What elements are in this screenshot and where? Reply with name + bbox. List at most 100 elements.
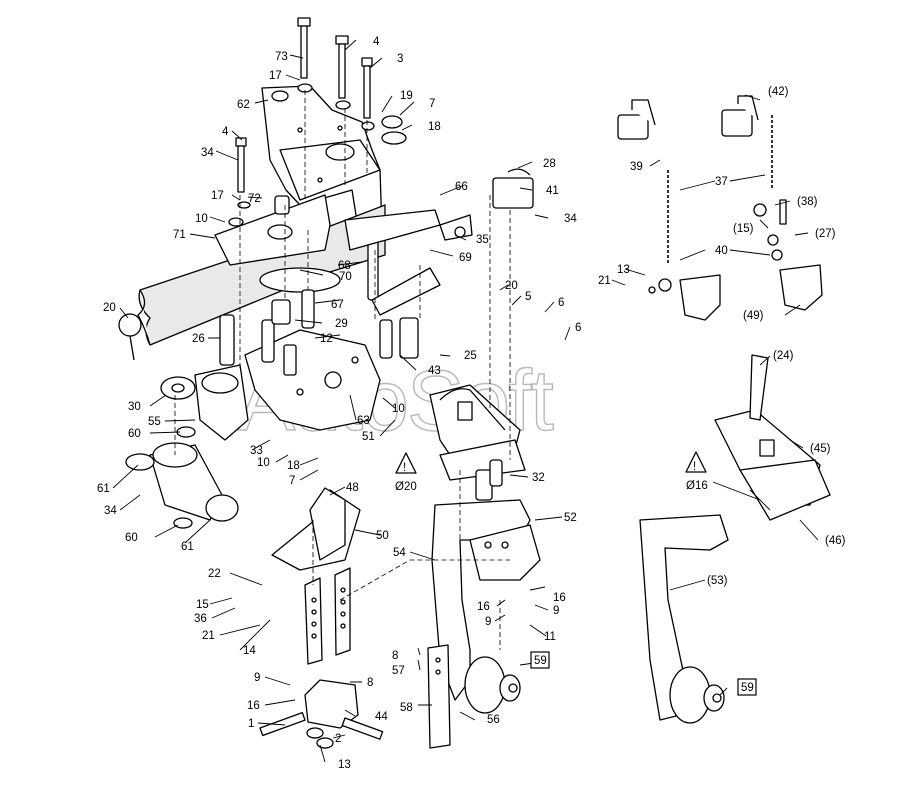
callout: 17: [269, 70, 282, 82]
ref-boxes: 59 59: [530, 651, 757, 696]
warning-icon: !: [403, 462, 406, 474]
callout: 4: [373, 36, 380, 48]
callout: 10: [195, 213, 208, 225]
callout: (15): [733, 223, 754, 235]
callout: 21: [598, 275, 611, 287]
callout: 7: [289, 475, 295, 487]
lower-bracket: [244, 329, 381, 431]
note-dia16: Ø16: [686, 480, 708, 492]
callout: 2: [335, 733, 341, 745]
callout: 20: [103, 302, 116, 314]
callout: 9: [485, 616, 491, 628]
callout: 5: [525, 291, 531, 303]
link-plates: [344, 168, 534, 316]
callout: 28: [543, 158, 556, 170]
callout: 14: [243, 645, 256, 657]
stand-54: [431, 499, 541, 701]
callout: 51: [362, 431, 375, 443]
safety-chains: [617, 95, 823, 321]
warning-symbols: ! ! Ø20 Ø16: [395, 451, 708, 493]
callouts: 73 4 3 17 62 19 7 18 4 34 17 72 10 71 66…: [97, 36, 846, 771]
callout: 57: [392, 665, 405, 677]
callout: 1: [248, 718, 254, 730]
warning-icon: !: [693, 461, 696, 473]
callout: (49): [743, 310, 764, 322]
callout: 18: [428, 121, 441, 133]
callout: 43: [428, 365, 441, 377]
callout: 7: [429, 98, 435, 110]
callout: 29: [335, 318, 348, 330]
callout: (27): [815, 228, 836, 240]
callout: 17: [211, 190, 224, 202]
hitch-body-center: [429, 384, 526, 501]
swivel-coupling: [125, 426, 239, 529]
callout: 15: [196, 599, 209, 611]
bolts-top: [228, 17, 407, 227]
callout: 16: [247, 700, 260, 712]
callout: 13: [617, 264, 630, 276]
leader-lines: [112, 39, 819, 763]
callout: 73: [275, 51, 288, 63]
callout: 61: [97, 483, 110, 495]
callout: 6: [575, 322, 581, 334]
callout: 63: [357, 415, 370, 427]
callout: 30: [128, 401, 141, 413]
callout: 8: [392, 650, 398, 662]
callout: 52: [564, 512, 577, 524]
callout: 18: [287, 460, 300, 472]
callout: 21: [202, 630, 215, 642]
callout: 61: [181, 541, 194, 553]
callout: 36: [194, 613, 207, 625]
callout: 68: [338, 260, 351, 272]
assembly-lines: [174, 90, 511, 650]
callout: 16: [553, 592, 566, 604]
callout: 34: [564, 213, 577, 225]
callout: 4: [222, 126, 229, 138]
callout: 60: [125, 532, 138, 544]
callout: 60: [128, 428, 141, 440]
callout: (46): [825, 535, 846, 547]
callout: 20: [505, 280, 518, 292]
support-48: [271, 487, 361, 571]
callout: 33: [250, 445, 263, 457]
strips-50: [304, 567, 351, 665]
callout: 71: [173, 229, 186, 241]
callout: 58: [400, 702, 413, 714]
note-dia20: Ø20: [395, 481, 417, 493]
callout: 32: [532, 472, 545, 484]
hitch-body-right: [714, 354, 831, 521]
callout: 35: [476, 234, 489, 246]
callout: 39: [630, 161, 643, 173]
callout: 10: [257, 457, 270, 469]
ref-box-label: 59: [741, 682, 754, 694]
callout: 10: [392, 403, 405, 415]
callout: 22: [208, 568, 221, 580]
clamp-44: [259, 679, 384, 749]
callout: 12: [320, 333, 333, 345]
callout: 67: [331, 299, 344, 311]
callout: 70: [339, 271, 352, 283]
wheel-hub-left: [427, 644, 521, 749]
hitch-eye: [118, 313, 249, 441]
callout: 54: [393, 547, 406, 559]
callout: 25: [464, 350, 477, 362]
callout: 9: [553, 605, 559, 617]
pins: [219, 195, 419, 376]
ref-box-label: 59: [534, 655, 547, 667]
callout: 55: [148, 416, 161, 428]
callout: (24): [773, 350, 794, 362]
callout: 6: [558, 297, 564, 309]
callout: (42): [768, 86, 789, 98]
callout: 50: [376, 530, 389, 542]
callout: 11: [544, 631, 556, 643]
callout: 44: [375, 711, 388, 723]
callout: 34: [201, 147, 214, 159]
callout: 13: [338, 759, 351, 771]
callout: 56: [487, 714, 500, 726]
callout: 40: [715, 245, 728, 257]
callout: 48: [346, 482, 359, 494]
callout: 66: [455, 181, 468, 193]
callout: 62: [237, 99, 250, 111]
callout: 34: [104, 505, 117, 517]
